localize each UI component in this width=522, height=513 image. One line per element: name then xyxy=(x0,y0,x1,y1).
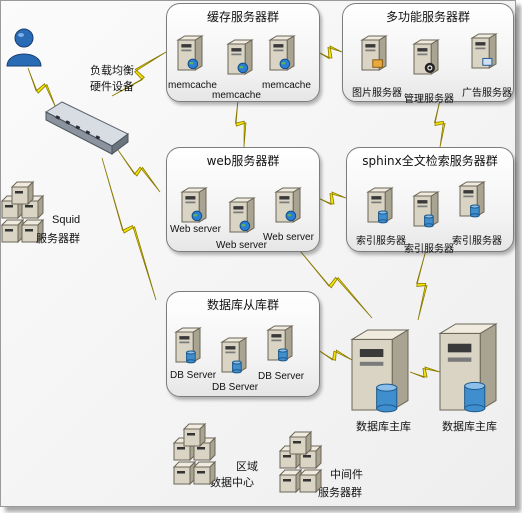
admin-server-icon xyxy=(412,39,440,75)
master-db-label: 数据库主库 xyxy=(442,420,497,433)
multi-server-label: 图片服务器 xyxy=(352,88,402,99)
load-balancer-label-1: 负载均衡 xyxy=(90,64,134,77)
web-server-label: Web server xyxy=(216,240,267,251)
middleware-label-1: 中间件 xyxy=(330,468,363,481)
master-db-label: 数据库主库 xyxy=(356,420,411,433)
index-server-label: 索引服务器 xyxy=(404,244,454,255)
group-title: 缓存服务器群 xyxy=(206,10,279,24)
web-server-icon xyxy=(274,187,302,223)
db-server-label: DB Server xyxy=(170,370,217,381)
index-server-icon xyxy=(412,191,440,228)
db-server-label: DB Server xyxy=(258,371,305,382)
cache-server-icon xyxy=(176,35,204,71)
lightning-connection xyxy=(317,45,343,60)
lightning-connection xyxy=(117,149,161,193)
index-server-label: 索引服务器 xyxy=(356,236,406,247)
ad-server-icon xyxy=(470,33,498,69)
db-server-icon xyxy=(220,337,248,374)
web-server-icon xyxy=(180,187,208,223)
lightning-connection xyxy=(317,191,347,206)
lightning-connection xyxy=(111,51,167,97)
middleware-label-2: 服务器群 xyxy=(318,486,362,499)
index-server-icon xyxy=(366,187,394,224)
group-title: 多功能服务器群 xyxy=(385,10,470,24)
db-server-label: DB Server xyxy=(212,382,259,393)
lightning-connection xyxy=(433,99,446,148)
cache-server-label: memcache xyxy=(168,80,217,91)
index-server-icon xyxy=(458,181,486,218)
middleware-server-stack-icon xyxy=(278,430,323,494)
lightning-connection xyxy=(234,99,247,148)
web-server-icon xyxy=(228,197,256,233)
db-server-icon xyxy=(266,325,294,362)
lightning-connection xyxy=(27,67,57,109)
multi-server-label: 广告服务器 xyxy=(462,88,512,99)
cache-server-icon xyxy=(226,39,254,75)
regional-dc-label-2: 数据中心 xyxy=(210,476,254,489)
group-title: web服务器群 xyxy=(206,154,280,168)
lightning-connection xyxy=(409,366,441,379)
regional-dc-server-stack-icon xyxy=(172,422,217,486)
cache-server-icon xyxy=(268,35,296,71)
squid-label-2: 服务器群 xyxy=(36,232,80,245)
user-icon xyxy=(6,28,42,67)
web-server-label: Web server xyxy=(170,224,221,235)
lightning-connection xyxy=(416,249,428,321)
group-title: sphinx全文检索服务器群 xyxy=(362,154,498,168)
regional-dc-label-1: 区域 xyxy=(236,460,258,473)
lightning-connection xyxy=(317,349,353,361)
image-server-icon xyxy=(360,35,388,71)
squid-servers xyxy=(0,178,50,248)
master-db-server-icon xyxy=(350,329,410,413)
db-server-icon xyxy=(174,327,202,364)
web-server-label: Web server xyxy=(263,232,314,243)
multi-server-label: 管理服务器 xyxy=(404,94,454,105)
cache-server-label: memcache xyxy=(262,80,311,91)
index-server-label: 索引服务器 xyxy=(452,236,502,247)
lightning-connection xyxy=(295,245,373,319)
load-balancer-switch-icon xyxy=(44,101,129,155)
group-title: 数据库从库群 xyxy=(206,298,279,312)
squid-label-1: Squid xyxy=(52,214,81,226)
server-stack-icon xyxy=(0,180,45,244)
load-balancer-label-2: 硬件设备 xyxy=(90,80,134,93)
cache-server-label: memcache xyxy=(212,90,261,101)
lightning-connection xyxy=(101,157,157,301)
master-db-server-icon xyxy=(438,323,498,413)
